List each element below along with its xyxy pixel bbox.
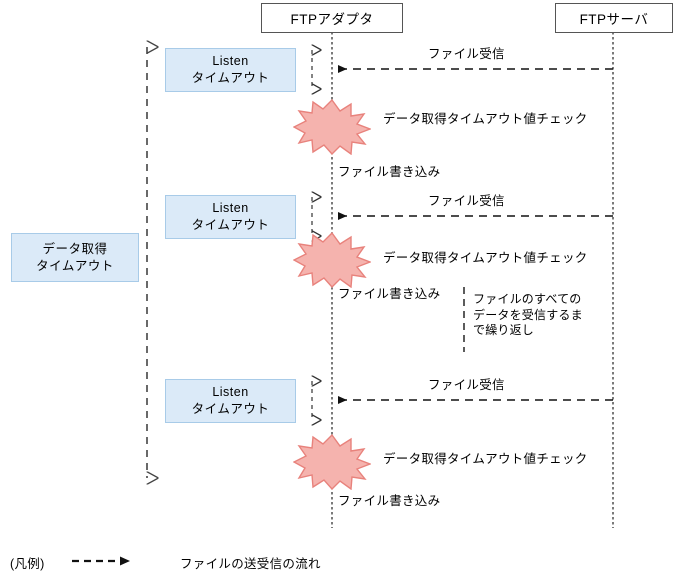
message-label-receive-2: ファイル受信 [428,194,505,208]
legend-title: (凡例) [10,557,45,571]
listen-timeout-label-3-line2: タイムアウト [191,402,270,416]
timeout-check-label-3: データ取得タイムアウト値チェック [383,452,588,466]
listen-timeout-label-1-line1: Listen [212,54,249,68]
legend-description: ファイルの送受信の流れ [180,557,321,571]
timeout-check-burst-2 [292,231,372,289]
listen-timeout-box-2[interactable]: Listen タイムアウト [165,195,296,239]
repeat-note-line3: で繰り返し [473,323,535,337]
overall-timeout-label-line2: タイムアウト [36,258,114,273]
participant-ftp-server[interactable]: FTPサーバ [555,3,673,33]
listen-timeout-label-1-line2: タイムアウト [191,71,270,85]
listen-timeout-box-3[interactable]: Listen タイムアウト [165,379,296,423]
listen-timeout-label-3-line1: Listen [212,385,249,399]
timeout-check-label-2: データ取得タイムアウト値チェック [383,251,588,265]
file-write-label-3: ファイル書き込み [338,494,441,508]
file-write-label-2: ファイル書き込み [338,287,441,301]
message-label-receive-3: ファイル受信 [428,378,505,392]
participant-ftp-adapter-label: FTPアダプタ [290,12,374,27]
participant-ftp-adapter[interactable]: FTPアダプタ [261,3,403,33]
overall-timeout-label-line1: データ取得 [42,241,108,256]
timeout-check-label-1: データ取得タイムアウト値チェック [383,112,588,126]
participant-ftp-server-label: FTPサーバ [579,12,649,27]
overall-timeout-box[interactable]: データ取得 タイムアウト [11,233,139,282]
listen-timeout-box-1[interactable]: Listen タイムアウト [165,48,296,92]
message-label-receive-1: ファイル受信 [428,47,505,61]
timeout-check-burst-3 [292,433,372,491]
repeat-note-line2: データを受信するま [473,307,583,322]
timeout-check-burst-1 [292,98,372,156]
listen-timeout-label-2-line2: タイムアウト [191,218,270,232]
repeat-note-line1: ファイルのすべての [473,292,582,306]
file-write-label-1: ファイル書き込み [338,165,441,179]
listen-timeout-label-2-line1: Listen [212,201,249,215]
repeat-note: ファイルのすべての データを受信するま で繰り返し [473,292,583,339]
